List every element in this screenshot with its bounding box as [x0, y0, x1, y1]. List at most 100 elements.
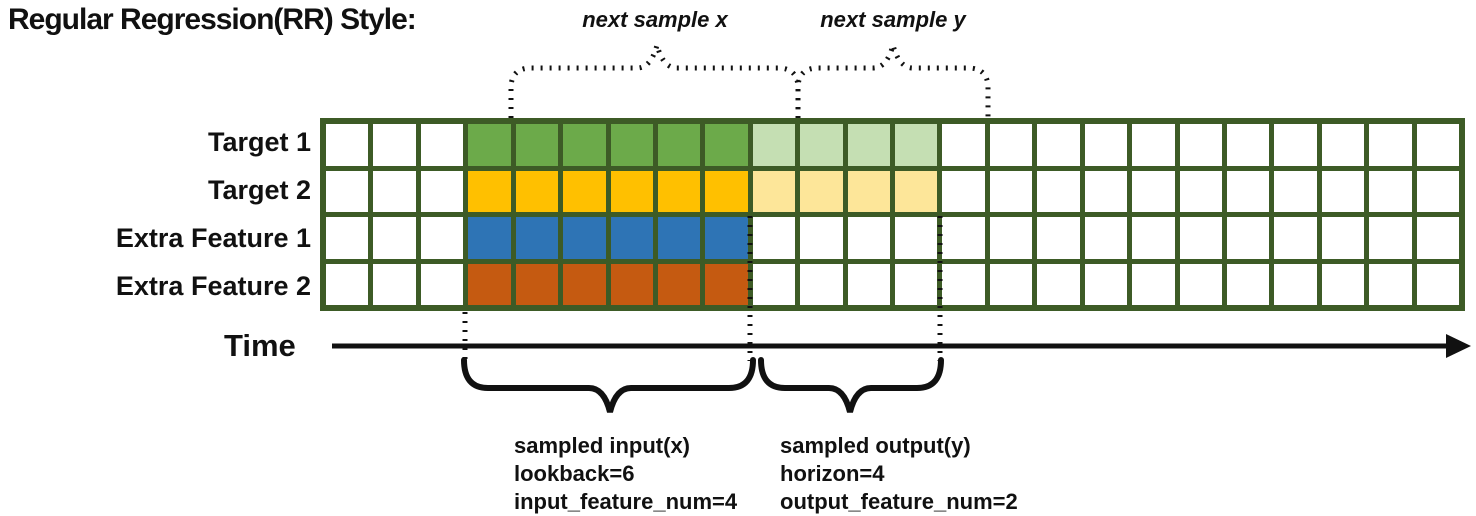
grid-cell	[1226, 217, 1270, 259]
grid-cell	[563, 170, 606, 212]
grid-cell	[1226, 263, 1270, 305]
grid-cell	[326, 170, 369, 212]
grid-cell	[752, 217, 796, 259]
grid-cell	[326, 263, 369, 305]
grid-cell	[1179, 217, 1222, 259]
grid-cell	[1226, 124, 1270, 166]
grid-cell	[420, 263, 464, 305]
grid-cell	[942, 263, 985, 305]
grid-cell	[468, 217, 511, 259]
grid-cell	[373, 170, 416, 212]
grid-cell	[468, 170, 511, 212]
next-sample-y-brace	[795, 35, 991, 118]
grid-cell	[1321, 217, 1365, 259]
grid-cell	[610, 170, 653, 212]
grid-cell	[1179, 124, 1222, 166]
grid-cell	[515, 124, 559, 166]
grid-cell	[1416, 217, 1459, 259]
grid-cell	[1084, 124, 1128, 166]
grid-cell	[1132, 170, 1175, 212]
grid-cell	[895, 124, 938, 166]
grid-cell	[326, 217, 369, 259]
grid-cell	[1321, 263, 1365, 305]
grid-cell	[1179, 170, 1222, 212]
grid-cell	[373, 217, 416, 259]
grid-cell	[373, 124, 416, 166]
grid-cell	[657, 170, 701, 212]
grid-cell	[657, 124, 701, 166]
grid-cell	[942, 217, 985, 259]
grid-cell	[1084, 263, 1128, 305]
grid-cell	[1132, 124, 1175, 166]
grid-cell	[515, 170, 559, 212]
grid-cell	[610, 263, 653, 305]
grid-cell	[1037, 170, 1080, 212]
grid-cell	[895, 170, 938, 212]
grid-cell	[989, 217, 1033, 259]
grid-cell	[515, 217, 559, 259]
grid-cell	[657, 263, 701, 305]
horizon-line: horizon=4	[780, 461, 885, 486]
grid-cell	[752, 170, 796, 212]
grid-cell	[705, 217, 748, 259]
grid-cell	[610, 124, 653, 166]
grid-cell	[1132, 217, 1175, 259]
grid-cell	[705, 263, 748, 305]
next-sample-x-brace	[508, 35, 801, 118]
sampled-output-line: sampled output(y)	[780, 433, 971, 458]
timeline-grid	[320, 118, 1465, 311]
grid-cell	[942, 124, 985, 166]
grid-cell	[563, 217, 606, 259]
grid-cell	[752, 263, 796, 305]
grid-cell	[1274, 170, 1317, 212]
grid-cell	[1416, 124, 1459, 166]
sampled-input-brace	[461, 357, 756, 413]
row-label: Target 1	[207, 126, 311, 157]
grid-cell	[326, 124, 369, 166]
sampled-input-line: sampled input(x)	[514, 433, 691, 458]
grid-cell	[1037, 217, 1080, 259]
grid-cell	[1037, 124, 1080, 166]
row-labels: Target 1 Target 2 Extra Feature 1 Extra Fea…	[0, 118, 311, 310]
grid-cell	[847, 217, 890, 259]
grid-cell	[373, 263, 416, 305]
grid-cell	[989, 263, 1033, 305]
row-label: Extra Feature 1	[115, 222, 311, 253]
grid-cell	[420, 170, 464, 212]
grid-cell	[705, 170, 748, 212]
grid-cell	[563, 124, 606, 166]
grid-cell	[468, 263, 511, 305]
time-axis-arrowhead	[1446, 334, 1471, 358]
grid-cell	[752, 124, 796, 166]
grid-cell	[1179, 263, 1222, 305]
time-axis-label: Time	[224, 328, 296, 363]
row-label: Extra Feature 2	[115, 270, 311, 301]
sampled-output-caption: sampled output(y) horizon=4 output_featu…	[780, 432, 1018, 516]
grid-cell	[420, 217, 464, 259]
grid-cell	[800, 124, 843, 166]
grid-cell	[989, 170, 1033, 212]
grid-cell	[895, 217, 938, 259]
grid-cell	[1321, 170, 1365, 212]
output-feature-num-line: output_feature_num=2	[780, 489, 1018, 514]
row-label: Target 2	[207, 174, 311, 205]
grid-cell	[1084, 217, 1128, 259]
grid-cell	[1369, 217, 1412, 259]
grid-cell	[800, 170, 843, 212]
sampled-output-brace	[758, 357, 944, 413]
grid-cell	[610, 217, 653, 259]
grid-cell	[847, 170, 890, 212]
grid-cell	[1416, 170, 1459, 212]
grid-cell	[1321, 124, 1365, 166]
next-sample-y-label: next sample y	[820, 7, 966, 32]
grid-cell	[1369, 170, 1412, 212]
next-sample-x-label: next sample x	[582, 7, 728, 32]
grid-cell	[563, 263, 606, 305]
grid-cell	[1084, 170, 1128, 212]
grid-cell	[942, 170, 985, 212]
input-feature-num-line: input_feature_num=4	[514, 489, 738, 514]
grid-cell	[1132, 263, 1175, 305]
grid-cell	[420, 124, 464, 166]
grid-cell	[1274, 124, 1317, 166]
